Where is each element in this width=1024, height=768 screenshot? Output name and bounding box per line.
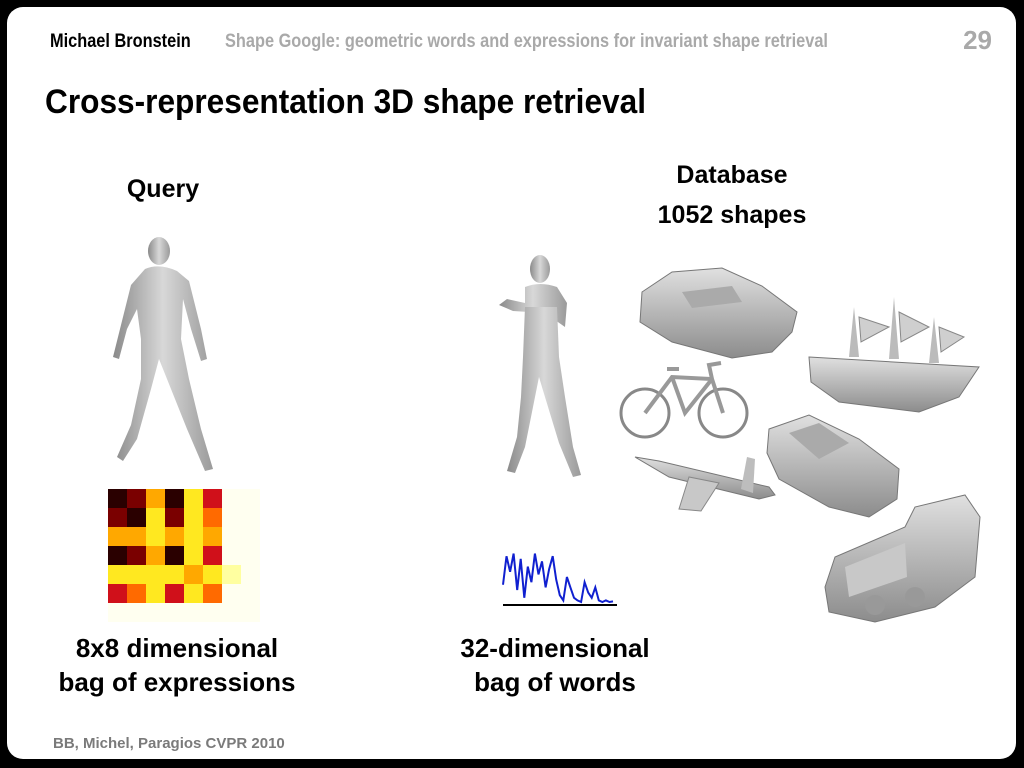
heatmap-cell	[108, 565, 127, 584]
heatmap-cell	[184, 546, 203, 565]
heatmap-cell	[241, 584, 260, 603]
query-label: Query	[126, 175, 200, 203]
heatmap-cell	[108, 489, 127, 508]
heatmap-cell	[127, 508, 146, 527]
heatmap-cell	[127, 546, 146, 565]
heatmap-cell	[146, 508, 165, 527]
heatmap-cell	[108, 584, 127, 603]
heatmap-cell	[241, 603, 260, 622]
heatmap-cell	[146, 489, 165, 508]
heatmap-cell	[222, 546, 241, 565]
heatmap-cell	[222, 508, 241, 527]
heatmap-cell	[146, 603, 165, 622]
database-human-figure	[499, 255, 581, 477]
heatmap-cell	[203, 565, 222, 584]
heatmap-cell	[241, 546, 260, 565]
query-human-figure	[113, 237, 213, 471]
caption-right-line-2: bag of words	[474, 667, 636, 697]
heatmap-cell	[184, 584, 203, 603]
footer-citation: BB, Michel, Paragios CVPR 2010	[53, 735, 285, 752]
heatmap-cell	[146, 527, 165, 546]
heatmap-cell	[165, 565, 184, 584]
heatmap-cell	[146, 546, 165, 565]
heatmap-cell	[184, 508, 203, 527]
heatmap-cell	[165, 489, 184, 508]
heatmap-cell	[108, 508, 127, 527]
heatmap-cell	[127, 489, 146, 508]
caption-left-line-1: 8x8 dimensional	[75, 633, 279, 663]
header-author: Michael Bronstein	[50, 31, 191, 52]
heatmap-cell	[127, 565, 146, 584]
heatmap-cell	[184, 565, 203, 584]
bag-of-expressions-heatmap	[108, 489, 260, 622]
heatmap-cell	[222, 565, 241, 584]
heatmap-cell	[146, 565, 165, 584]
heatmap-cell	[165, 603, 184, 622]
heatmap-cell	[203, 603, 222, 622]
header-talk-title: Shape Google: geometric words and expres…	[225, 31, 828, 52]
heatmap-cell	[165, 508, 184, 527]
slide: Michael Bronstein Shape Google: geometri…	[7, 7, 1016, 759]
caption-right-line-1: 32-dimensional	[460, 633, 650, 663]
heatmap-cell	[241, 565, 260, 584]
heatmap-cell	[108, 546, 127, 565]
heatmap-cell	[222, 527, 241, 546]
heatmap-cell	[184, 527, 203, 546]
caption-left-line-2: bag of expressions	[58, 667, 296, 697]
heatmap-cell	[241, 527, 260, 546]
heatmap-cell	[108, 603, 127, 622]
heatmap-cell	[203, 546, 222, 565]
heatmap-cell	[222, 584, 241, 603]
heatmap-cell	[165, 546, 184, 565]
heatmap-cell	[184, 489, 203, 508]
heatmap-cell	[203, 489, 222, 508]
heatmap-cell	[127, 603, 146, 622]
page-number: 29	[963, 25, 992, 55]
heatmap-cell	[184, 603, 203, 622]
airplane-shape-icon	[634, 456, 776, 512]
bag-of-words-histogram	[502, 553, 617, 606]
heatmap-cell	[241, 508, 260, 527]
caption-bag-of-words: 32-dimensional bag of words	[425, 631, 685, 699]
ship-shape-icon	[808, 297, 980, 413]
train-shape-icon	[824, 494, 981, 623]
heatmap-cell	[203, 508, 222, 527]
heatmap-cell	[241, 489, 260, 508]
heatmap-cell	[127, 584, 146, 603]
heatmap-cell	[203, 527, 222, 546]
histogram-line	[502, 553, 614, 604]
tank-shape-icon	[639, 267, 798, 359]
caption-bag-of-expressions: 8x8 dimensional bag of expressions	[37, 631, 317, 699]
heatmap-cell	[165, 584, 184, 603]
bicycle-shape-icon	[619, 361, 749, 439]
heatmap-cell	[108, 527, 127, 546]
heatmap-cell	[146, 584, 165, 603]
slide-title: Cross-representation 3D shape retrieval	[45, 83, 647, 121]
car-shape-icon	[766, 414, 900, 518]
database-count: 1052 shapes	[657, 201, 807, 229]
heatmap-cell	[203, 584, 222, 603]
heatmap-cell	[127, 527, 146, 546]
heatmap-cell	[222, 489, 241, 508]
database-label: Database	[676, 161, 788, 189]
heatmap-cell	[165, 527, 184, 546]
heatmap-cell	[222, 603, 241, 622]
